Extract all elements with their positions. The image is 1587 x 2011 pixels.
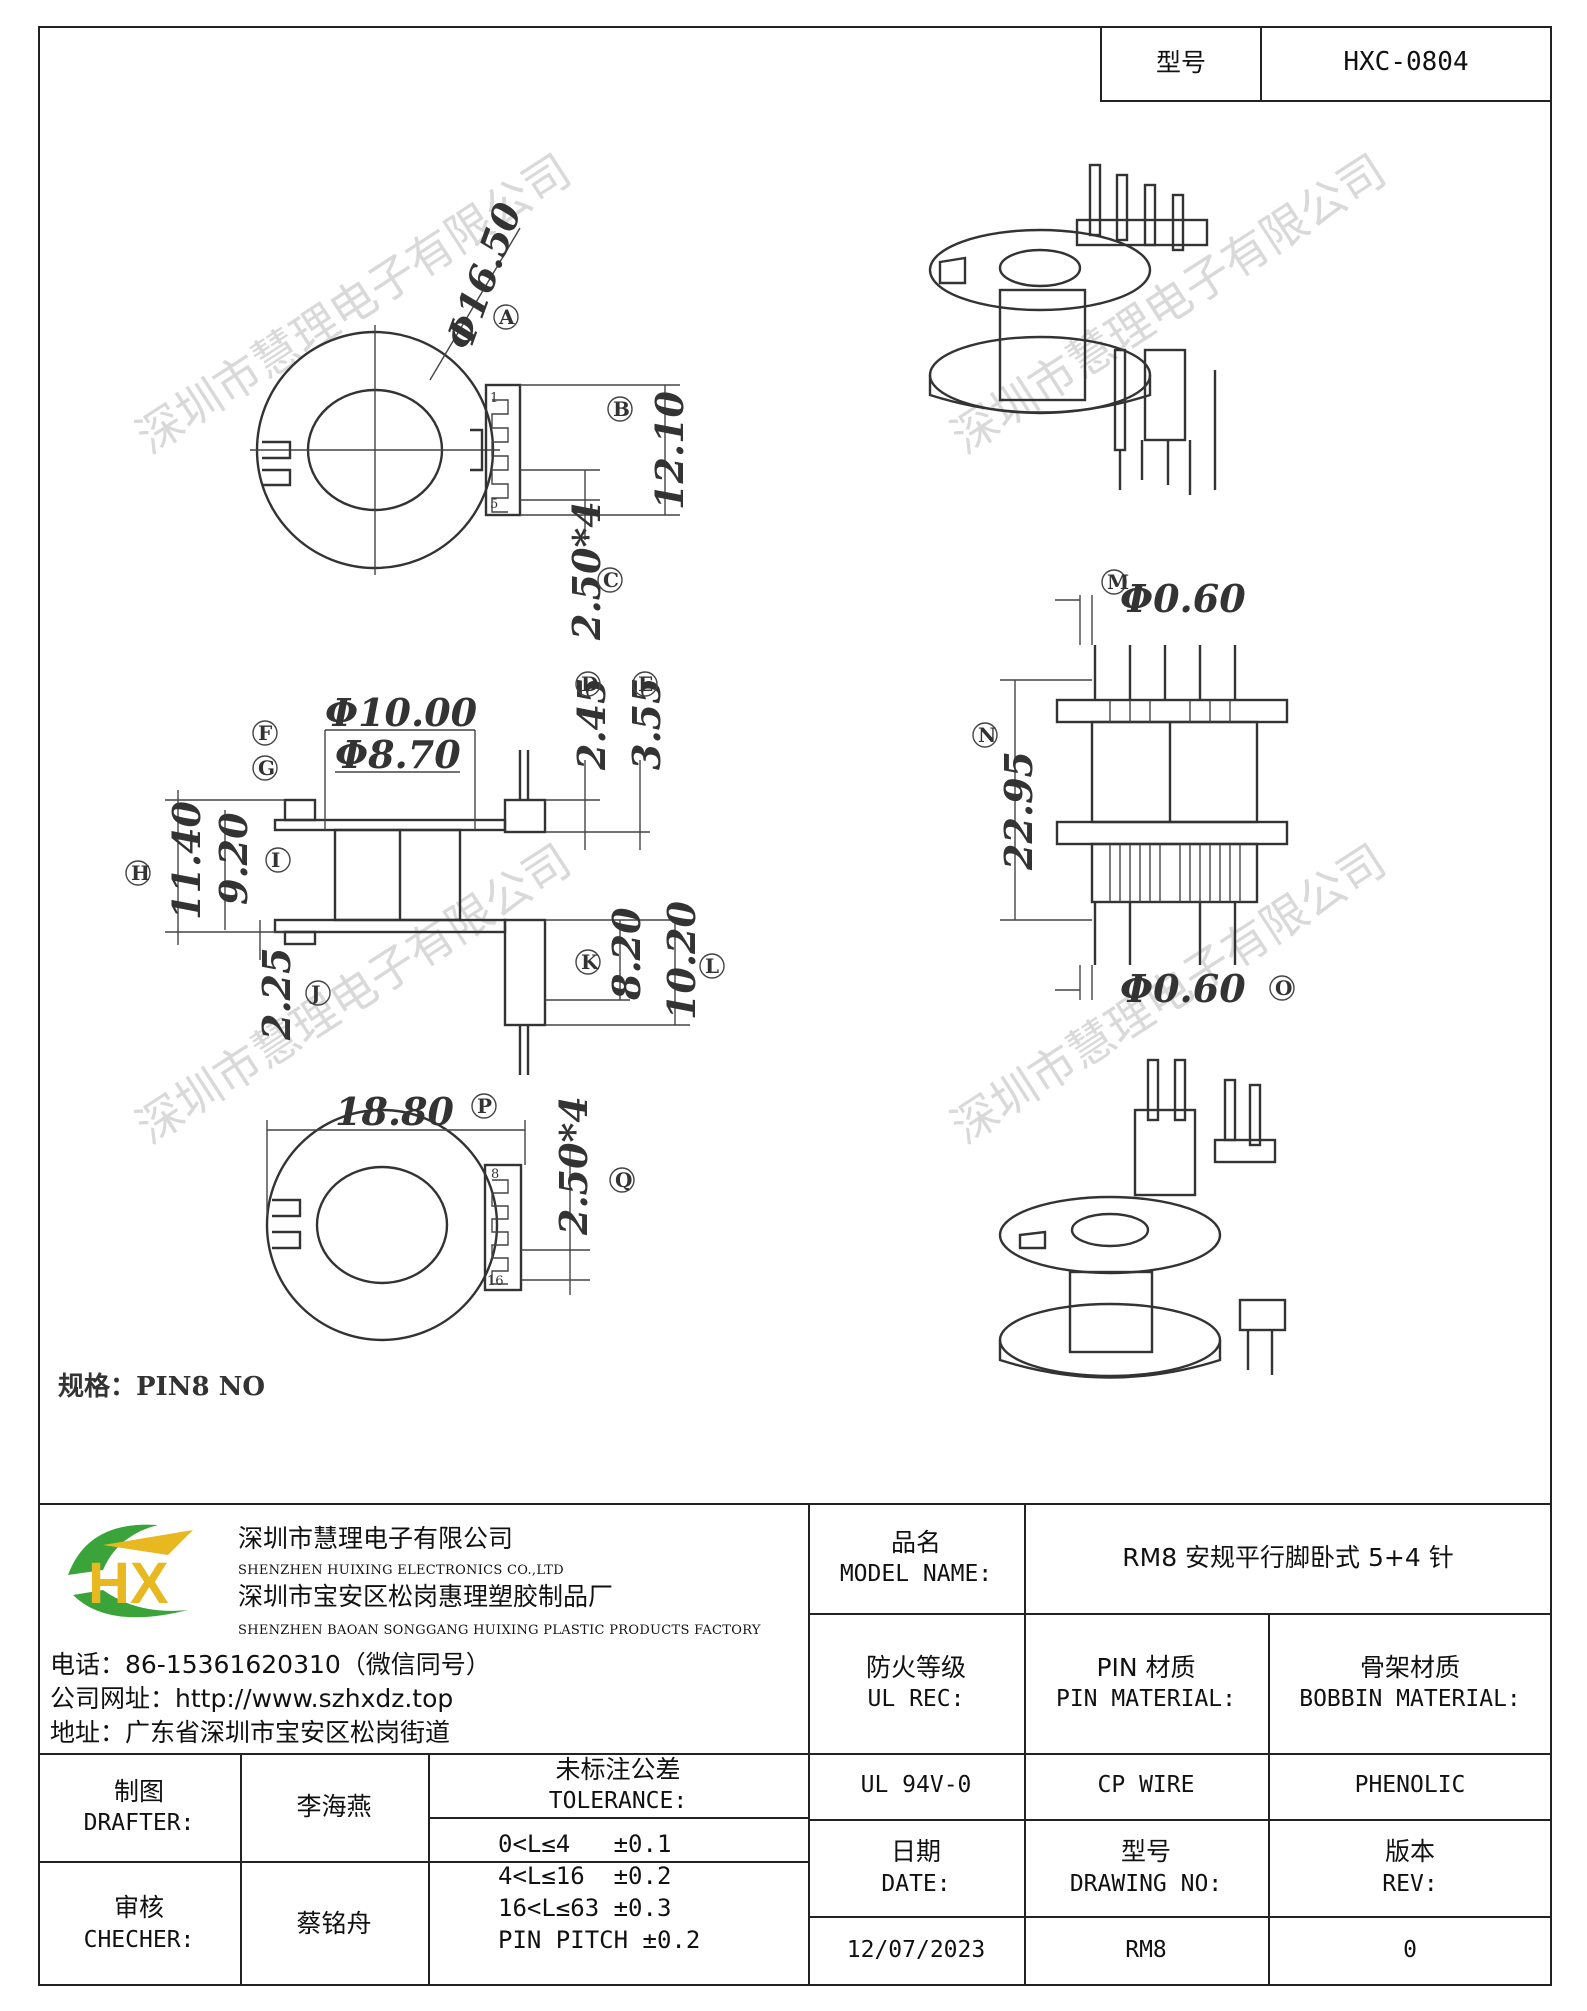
company-phone: 电话：86-15361620310（微信同号） — [50, 1650, 491, 1679]
company-name-en: SHENZHEN HUIXING ELECTRONICS CO.,LTD — [238, 1563, 564, 1578]
svg-text:11.40: 11.40 — [164, 800, 209, 920]
front-view-dimensions: Φ0.60 M 22.95 N Φ0.60 O — [972, 569, 1295, 1011]
company-address: 地址：广东省深圳市宝安区松岗街道 — [50, 1718, 451, 1747]
svg-text:8.20: 8.20 — [604, 907, 649, 1001]
spec-note: 规格：PIN8 NO — [58, 1371, 265, 1402]
svg-text:2.45: 2.45 — [569, 677, 614, 771]
svg-text:M: M — [1107, 570, 1129, 594]
drawing-sheet — [38, 26, 1552, 1986]
drafter-name: 李海燕 — [296, 1792, 372, 1822]
svg-text:F: F — [258, 721, 272, 745]
company-name-cn: 深圳市慧理电子有限公司 — [238, 1524, 514, 1553]
pin-material-value: CP WIRE — [1097, 1772, 1195, 1799]
isometric-view-bottom — [998, 1058, 1287, 1379]
front-view — [1055, 645, 1289, 965]
svg-text:A: A — [498, 305, 515, 329]
tolerance-line: 0<L≤4 ±0.1 — [498, 1830, 672, 1858]
tolerance-list: 0<L≤4 ±0.1 4<L≤16 ±0.2 16<L≤63 ±0.3 PIN … — [498, 1828, 700, 1956]
title-block: HX 深圳市慧理电子有限公司 SHENZHEN HUIXING ELECTRON… — [38, 1503, 1552, 1986]
side-view — [273, 750, 547, 1075]
svg-text:2.25: 2.25 — [254, 947, 299, 1041]
svg-text:Q: Q — [615, 1168, 632, 1192]
top-view-dimensions: Φ16.50 A 12.10 B 2.50*4 C — [429, 196, 692, 641]
bottom-view-dimensions: 18.80 P 2.50*4 Q — [266, 1089, 635, 1295]
header-model-label: 型号 — [1155, 48, 1206, 78]
ul-value: UL 94V-0 — [860, 1772, 972, 1799]
svg-text:H: H — [131, 861, 150, 885]
checker-name: 蔡铭舟 — [296, 1908, 372, 1938]
svg-text:9.20: 9.20 — [211, 812, 256, 905]
svg-text:G: G — [258, 756, 275, 780]
svg-text:J: J — [309, 981, 320, 1005]
svg-text:C: C — [603, 568, 619, 592]
date-value: 12/07/2023 — [846, 1937, 986, 1964]
svg-text:Φ0.60: Φ0.60 — [1120, 576, 1246, 621]
svg-text:18.80: 18.80 — [335, 1089, 455, 1134]
company-logo: HX — [68, 1524, 193, 1618]
svg-text:I: I — [271, 848, 280, 872]
svg-text:8: 8 — [491, 1167, 499, 1182]
svg-text:5: 5 — [490, 497, 498, 512]
model-name-value: RM8 安规平行脚卧式 5+4 针 — [1122, 1543, 1454, 1573]
technical-drawing: .ln { stroke:#333; stroke-width:2.4; fil… — [58, 143, 1396, 1402]
svg-text:深圳市慧理电子有限公司: 深圳市慧理电子有限公司 — [942, 143, 1396, 464]
side-view-dimensions: Φ10.00 Φ8.70 F G 2.45 3.55 D E 11.40 9.2… — [125, 671, 725, 1041]
tolerance-line: PIN PITCH ±0.2 — [498, 1926, 701, 1954]
svg-text:Φ10.00: Φ10.00 — [325, 690, 478, 735]
svg-text:E: E — [638, 672, 653, 696]
svg-text:Φ8.70: Φ8.70 — [335, 732, 461, 777]
drawing-no-value: RM8 — [1125, 1937, 1167, 1964]
bottom-view: 8 16 — [265, 1108, 523, 1342]
svg-text:22.95: 22.95 — [996, 751, 1041, 871]
svg-text:P: P — [477, 1094, 492, 1118]
svg-text:Φ0.60: Φ0.60 — [1120, 966, 1246, 1011]
svg-text:D: D — [581, 672, 598, 696]
svg-text:O: O — [1275, 976, 1292, 1000]
tolerance-line: 16<L≤63 ±0.3 — [498, 1894, 672, 1922]
svg-text:12.10: 12.10 — [647, 390, 692, 510]
top-view: 1 5 — [250, 325, 522, 575]
isometric-view-top — [928, 163, 1217, 495]
factory-name-en: SHENZHEN BAOAN SONGGANG HUIXING PLASTIC … — [238, 1623, 761, 1638]
rev-value: 0 — [1403, 1937, 1417, 1964]
svg-text:B: B — [613, 397, 630, 421]
header-model-box: 型号 HXC-0804 — [1100, 26, 1552, 102]
svg-text:N: N — [978, 723, 996, 747]
svg-text:1: 1 — [490, 391, 498, 406]
svg-text:2.50*4: 2.50*4 — [551, 1096, 596, 1236]
svg-text:16: 16 — [487, 1274, 504, 1289]
svg-text:K: K — [581, 950, 599, 974]
factory-name-cn: 深圳市宝安区松岗惠理塑胶制品厂 — [238, 1582, 614, 1611]
svg-text:L: L — [705, 954, 719, 978]
svg-text:10.20: 10.20 — [659, 900, 704, 1020]
svg-text:3.55: 3.55 — [624, 677, 669, 770]
header-model-value: HXC-0804 — [1343, 47, 1469, 78]
company-website: 公司网址：http://www.szhxdz.top — [50, 1684, 454, 1713]
bobbin-material-value: PHENOLIC — [1354, 1772, 1466, 1799]
tolerance-line: 4<L≤16 ±0.2 — [498, 1862, 672, 1890]
logo-text: HX — [88, 1551, 169, 1616]
svg-text:深圳市慧理电子有限公司: 深圳市慧理电子有限公司 — [127, 143, 581, 464]
